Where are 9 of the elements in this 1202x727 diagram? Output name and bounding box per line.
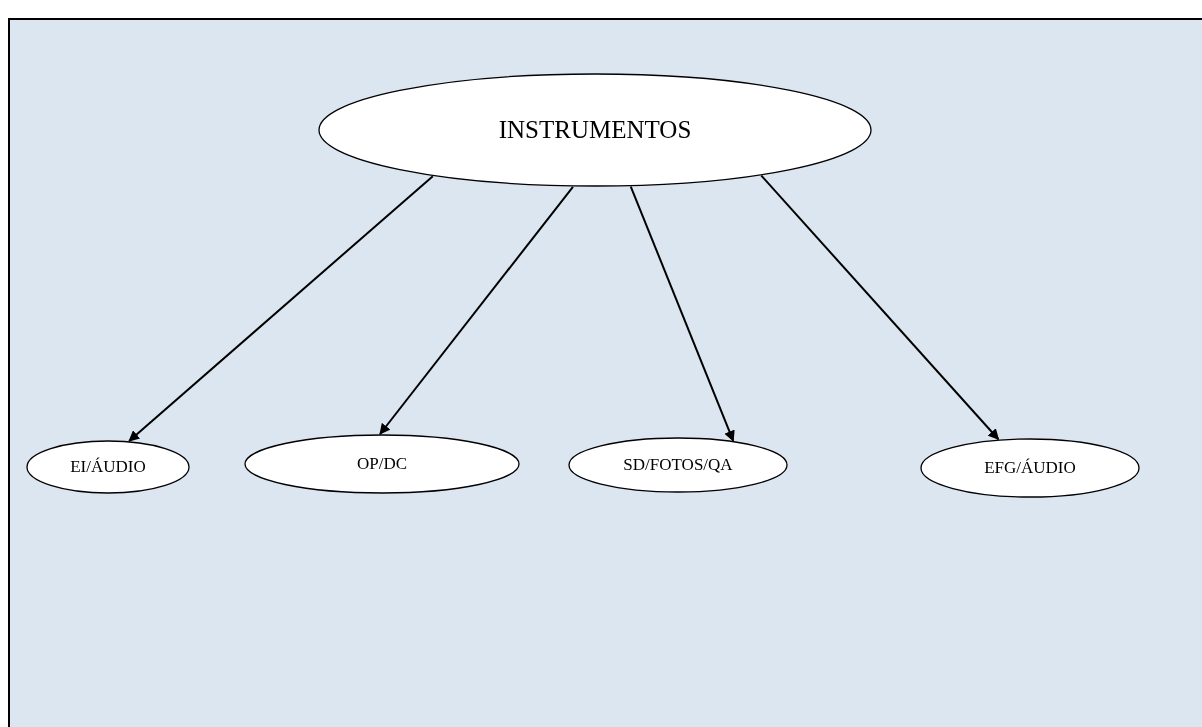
arrow (379, 185, 574, 435)
arrow (760, 174, 1000, 441)
node-label: INSTRUMENTOS (498, 116, 692, 144)
node-label: EFG/ÁUDIO (984, 458, 1076, 478)
node-label: OP/DC (356, 454, 408, 474)
arrow (629, 185, 735, 442)
node-label: EI/ÁUDIO (70, 457, 146, 477)
arrow (128, 175, 434, 442)
node-label: SD/FOTOS/QA (623, 455, 733, 475)
